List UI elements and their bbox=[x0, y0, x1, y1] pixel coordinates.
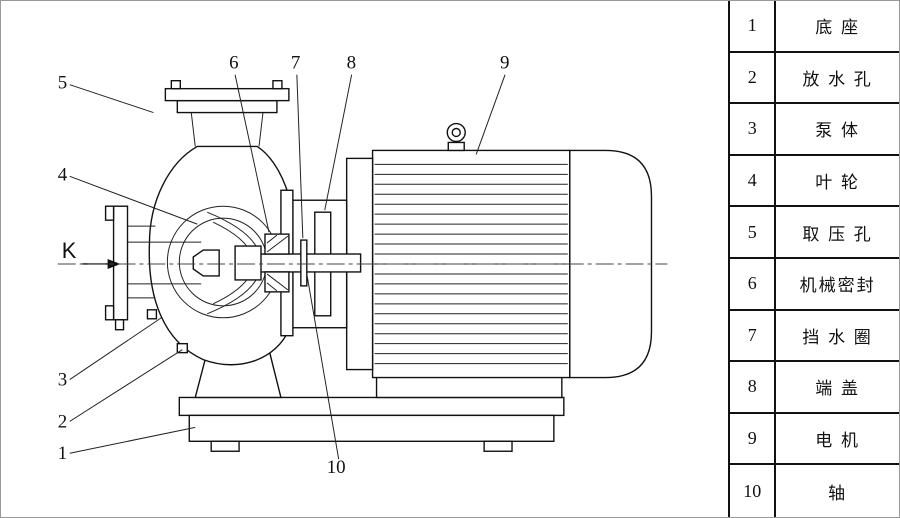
base-plate bbox=[178, 396, 565, 452]
part-name: 电 机 bbox=[815, 431, 860, 451]
table-row: 5 取 压 孔 bbox=[730, 207, 899, 259]
part-number: 8 bbox=[730, 362, 777, 412]
discharge-flange bbox=[164, 79, 290, 147]
callout-9-leader bbox=[475, 74, 506, 155]
drain-hole bbox=[176, 342, 188, 354]
table-row: 4 叶 轮 bbox=[730, 155, 899, 208]
callout-10-leader bbox=[306, 273, 340, 460]
motor-feet bbox=[375, 374, 563, 399]
part-name: 轴 bbox=[828, 483, 848, 503]
parts-table: 1 底 座 2 放 水 孔 3 泵 体 4 叶 轮 5 取 压 孔 6 机械密封… bbox=[728, 1, 899, 517]
callout-10-label: 10 bbox=[327, 457, 346, 478]
callout-7-leader bbox=[296, 74, 304, 239]
diagram-area: K 5 4 3 2 1 6 7 8 bbox=[1, 1, 729, 517]
part-name: 底 座 bbox=[815, 18, 860, 38]
inlet-k-label: K bbox=[62, 238, 77, 263]
callout-6-leader bbox=[234, 74, 270, 233]
part-number: 7 bbox=[730, 310, 777, 361]
table-row: 3 泵 体 bbox=[730, 104, 899, 156]
table-row: 1 底 座 bbox=[730, 1, 899, 53]
callout-8-leader bbox=[324, 74, 353, 211]
part-name: 挡 水 圈 bbox=[802, 327, 873, 347]
table-row: 9 电 机 bbox=[730, 413, 899, 466]
callout-2-leader bbox=[69, 349, 183, 422]
table-row: 6 机械密封 bbox=[730, 258, 899, 311]
motor-fins bbox=[374, 163, 568, 365]
callout-5-leader bbox=[69, 84, 154, 114]
suction-flange bbox=[104, 205, 158, 331]
callouts: 5 4 3 2 1 6 7 8 9 10 bbox=[58, 53, 510, 478]
callout-3-label: 3 bbox=[58, 370, 67, 391]
inlet-arrow-head bbox=[107, 259, 121, 269]
callout-8-label: 8 bbox=[347, 53, 356, 74]
part-number: 10 bbox=[730, 465, 777, 517]
callout-6-label: 6 bbox=[229, 53, 238, 74]
callout-4-leader bbox=[69, 175, 198, 225]
mechanical-seal bbox=[264, 233, 290, 293]
table-row: 7 挡 水 圈 bbox=[730, 310, 899, 363]
part-number: 5 bbox=[730, 207, 777, 257]
callout-4-label: 4 bbox=[58, 164, 68, 185]
part-name: 放 水 孔 bbox=[802, 69, 873, 89]
water-slinger-ring bbox=[300, 239, 308, 287]
callout-1-leader bbox=[69, 426, 196, 454]
callout-1-label: 1 bbox=[58, 443, 67, 464]
table-row: 10 轴 bbox=[730, 465, 899, 517]
part-number: 6 bbox=[730, 258, 777, 309]
callout-5-label: 5 bbox=[58, 73, 67, 94]
part-number: 4 bbox=[730, 155, 777, 206]
pump-sectional-diagram: K 5 4 3 2 1 6 7 8 bbox=[57, 53, 668, 478]
part-number: 9 bbox=[730, 413, 777, 464]
part-name: 取 压 孔 bbox=[802, 224, 873, 244]
part-name: 泵 体 bbox=[815, 121, 860, 141]
table-row: 8 端 盖 bbox=[730, 362, 899, 414]
impeller-nut bbox=[192, 249, 220, 277]
part-name: 机械密封 bbox=[799, 276, 876, 296]
table-row: 2 放 水 孔 bbox=[730, 52, 899, 105]
callout-3-leader bbox=[69, 317, 162, 380]
part-number: 1 bbox=[730, 1, 777, 51]
part-number: 2 bbox=[730, 52, 777, 103]
callout-7-label: 7 bbox=[291, 53, 300, 74]
suction-pipe-bore bbox=[127, 225, 202, 299]
impeller bbox=[192, 211, 262, 315]
part-name: 叶 轮 bbox=[815, 173, 860, 193]
part-number: 3 bbox=[730, 104, 777, 154]
lifting-eye-bolt bbox=[446, 122, 466, 152]
callout-9-label: 9 bbox=[500, 53, 509, 74]
callout-2-label: 2 bbox=[58, 411, 67, 432]
part-name: 端 盖 bbox=[815, 379, 860, 399]
